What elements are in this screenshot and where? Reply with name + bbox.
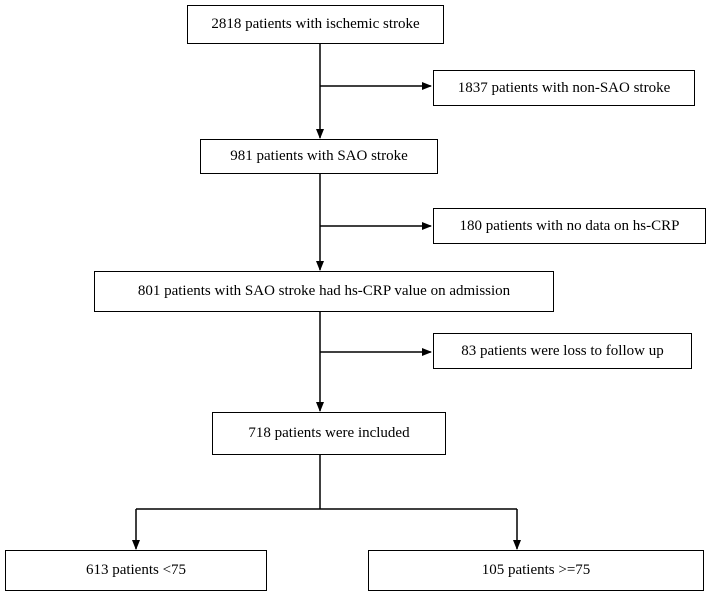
box-total-patients: 2818 patients with ischemic stroke — [187, 5, 444, 44]
box-under-75: 613 patients <75 — [5, 550, 267, 591]
box-included-patients: 718 patients were included — [212, 412, 446, 455]
box-sao-patients: 981 patients with SAO stroke — [200, 139, 438, 174]
box-excluded-non-sao: 1837 patients with non-SAO stroke — [433, 70, 695, 106]
box-hscrp-patients: 801 patients with SAO stroke had hs-CRP … — [94, 271, 554, 312]
box-excluded-no-crp: 180 patients with no data on hs-CRP — [433, 208, 706, 244]
box-excluded-lost: 83 patients were loss to follow up — [433, 333, 692, 369]
box-over-75: 105 patients >=75 — [368, 550, 704, 591]
